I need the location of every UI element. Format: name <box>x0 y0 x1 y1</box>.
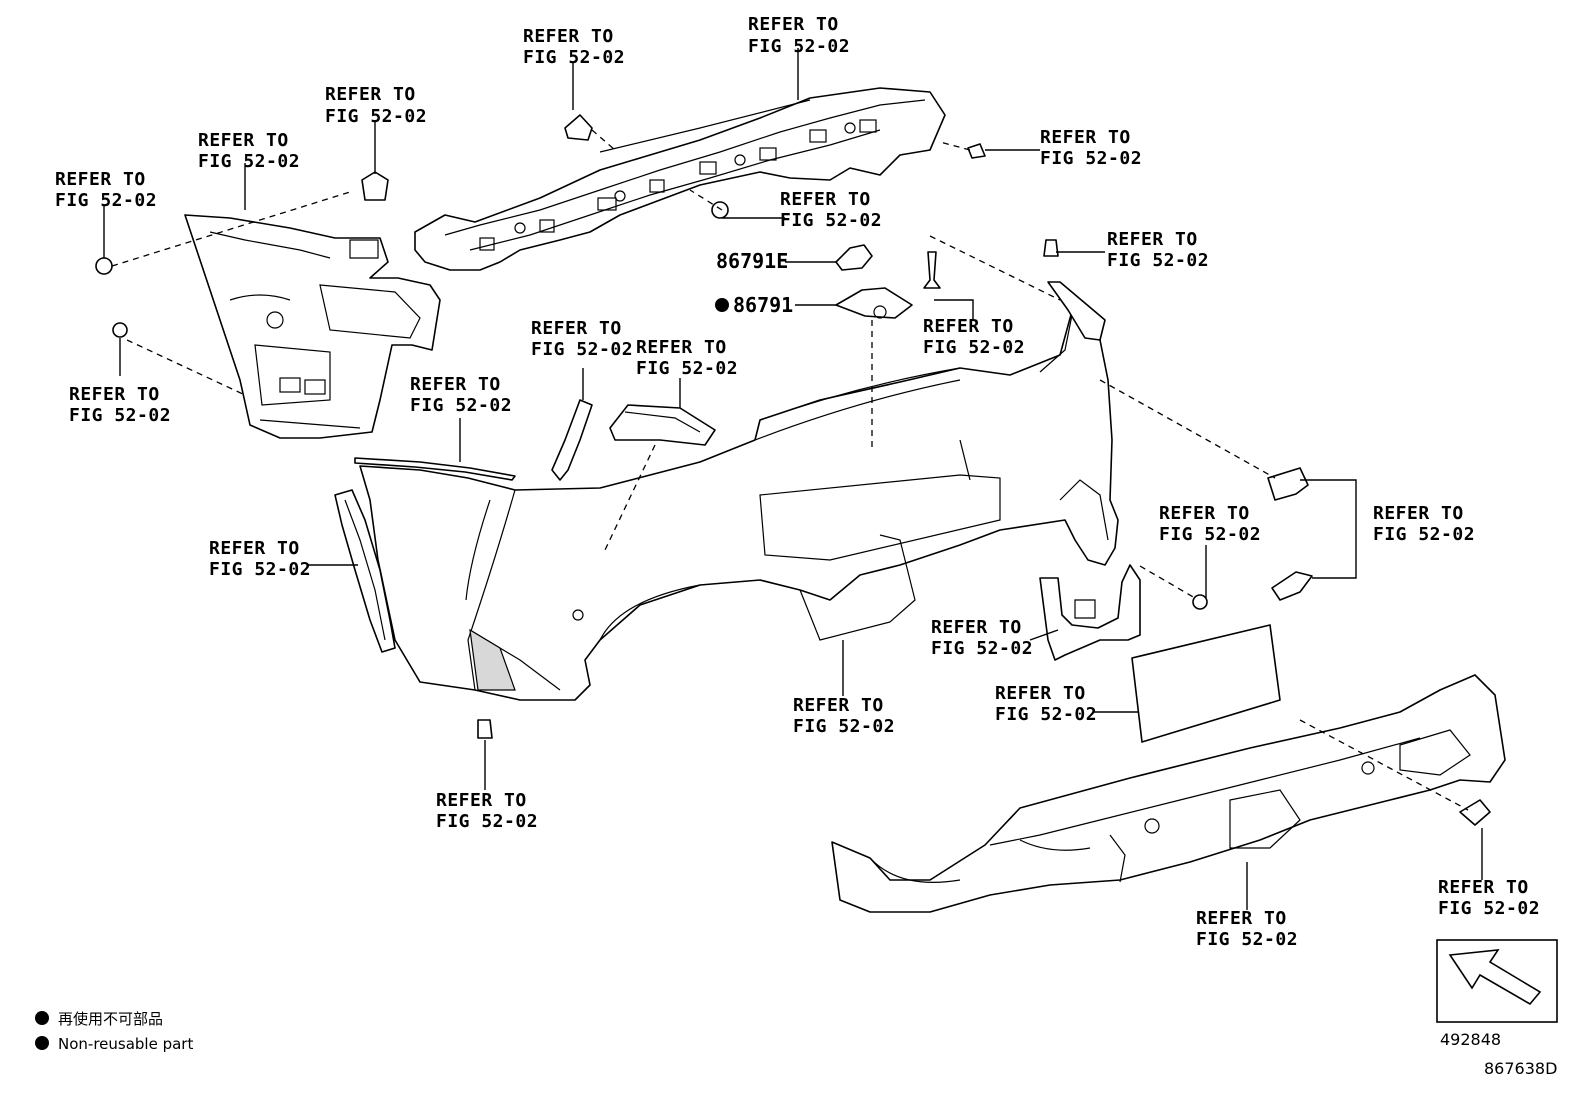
legend-jp-text: 再使用不可部品 <box>58 1010 163 1028</box>
callout-line-1: REFER TO <box>325 84 416 105</box>
callout-line-1: REFER TO <box>436 790 527 811</box>
direction-arrow-icon <box>1448 949 1542 1006</box>
retainer-part <box>835 244 873 271</box>
part-number-retainer: 86791E <box>716 249 788 273</box>
callout-line-1: REFER TO <box>198 130 289 151</box>
license-plate <box>1131 624 1281 743</box>
legend-en-text: Non-reusable part <box>58 1035 193 1053</box>
side-seal <box>551 399 593 481</box>
callout-line-1: REFER TO <box>780 189 871 210</box>
callout-line-1: REFER TO <box>410 374 501 395</box>
attachment-lines <box>111 129 1469 811</box>
callout-line-2: FIG 52-02 <box>325 106 427 127</box>
callout-line-2: FIG 52-02 <box>780 210 882 231</box>
direction-indicator <box>1436 939 1558 1023</box>
callout-line-2: FIG 52-02 <box>523 47 625 68</box>
callout-line-2: FIG 52-02 <box>55 190 157 211</box>
filled-circle-icon <box>35 1036 49 1050</box>
part-number-bracket: 86791 <box>733 293 793 317</box>
callout-line-1: REFER TO <box>1438 877 1529 898</box>
callout-line-2: FIG 52-02 <box>1040 148 1142 169</box>
callout-line-2: FIG 52-02 <box>995 704 1097 725</box>
figure-code: 867638D <box>1484 1059 1557 1078</box>
callout-line-1: REFER TO <box>748 14 839 35</box>
upper-trim-strip <box>354 457 516 481</box>
bumper-reinforcement <box>414 87 946 271</box>
callout-line-2: FIG 52-02 <box>1107 250 1209 271</box>
callout-line-2: FIG 52-02 <box>793 716 895 737</box>
callout-line-2: FIG 52-02 <box>531 339 633 360</box>
callout-line-2: FIG 52-02 <box>1373 524 1475 545</box>
reflector <box>609 404 716 446</box>
callout-line-1: REFER TO <box>69 384 160 405</box>
callout-line-1: REFER TO <box>636 337 727 358</box>
callout-line-1: REFER TO <box>1040 127 1131 148</box>
callout-line-1: REFER TO <box>55 169 146 190</box>
filled-circle-icon <box>715 298 729 312</box>
leader-lines <box>103 48 1483 910</box>
side-clip-small <box>1459 799 1491 826</box>
callout-line-2: FIG 52-02 <box>923 337 1025 358</box>
callout-line-2: FIG 52-02 <box>636 358 738 379</box>
callout-line-1: REFER TO <box>1196 908 1287 929</box>
callout-line-2: FIG 52-02 <box>209 559 311 580</box>
bracket-part <box>835 287 913 319</box>
end-molding <box>334 489 396 653</box>
side-retainer-right <box>1047 281 1106 341</box>
callout-line-1: REFER TO <box>1159 503 1250 524</box>
callout-line-1: REFER TO <box>793 695 884 716</box>
callout-line-1: REFER TO <box>531 318 622 339</box>
bumper-cover <box>359 299 1119 701</box>
callout-line-1: REFER TO <box>523 26 614 47</box>
callout-line-2: FIG 52-02 <box>198 151 300 172</box>
callout-line-1: REFER TO <box>1107 229 1198 250</box>
filled-circle-icon <box>35 1011 49 1025</box>
callout-line-2: FIG 52-02 <box>410 395 512 416</box>
callout-line-2: FIG 52-02 <box>1159 524 1261 545</box>
callout-line-1: REFER TO <box>1373 503 1464 524</box>
callout-line-2: FIG 52-02 <box>436 811 538 832</box>
callout-line-2: FIG 52-02 <box>69 405 171 426</box>
clip-bracket-right <box>1267 467 1309 501</box>
callout-line-1: REFER TO <box>209 538 300 559</box>
callout-labels: REFER TO FIG 52-02 REFER TO FIG 52-02 RE… <box>55 14 1540 950</box>
legend: 再使用不可部品 Non-reusable part <box>35 1010 193 1053</box>
fasteners <box>95 114 1208 739</box>
callout-line-2: FIG 52-02 <box>931 638 1033 659</box>
callout-line-2: FIG 52-02 <box>1438 898 1540 919</box>
clip-bracket-lower-right <box>1271 571 1313 601</box>
illustration-number: 492848 <box>1440 1030 1501 1049</box>
callout-line-1: REFER TO <box>923 316 1014 337</box>
callout-line-2: FIG 52-02 <box>1196 929 1298 950</box>
side-bumper-bracket <box>184 214 441 439</box>
callout-line-1: REFER TO <box>995 683 1086 704</box>
license-bracket <box>1039 564 1141 661</box>
callout-line-2: FIG 52-02 <box>748 36 850 57</box>
callout-line-1: REFER TO <box>931 617 1022 638</box>
rear-diffuser <box>831 674 1506 913</box>
